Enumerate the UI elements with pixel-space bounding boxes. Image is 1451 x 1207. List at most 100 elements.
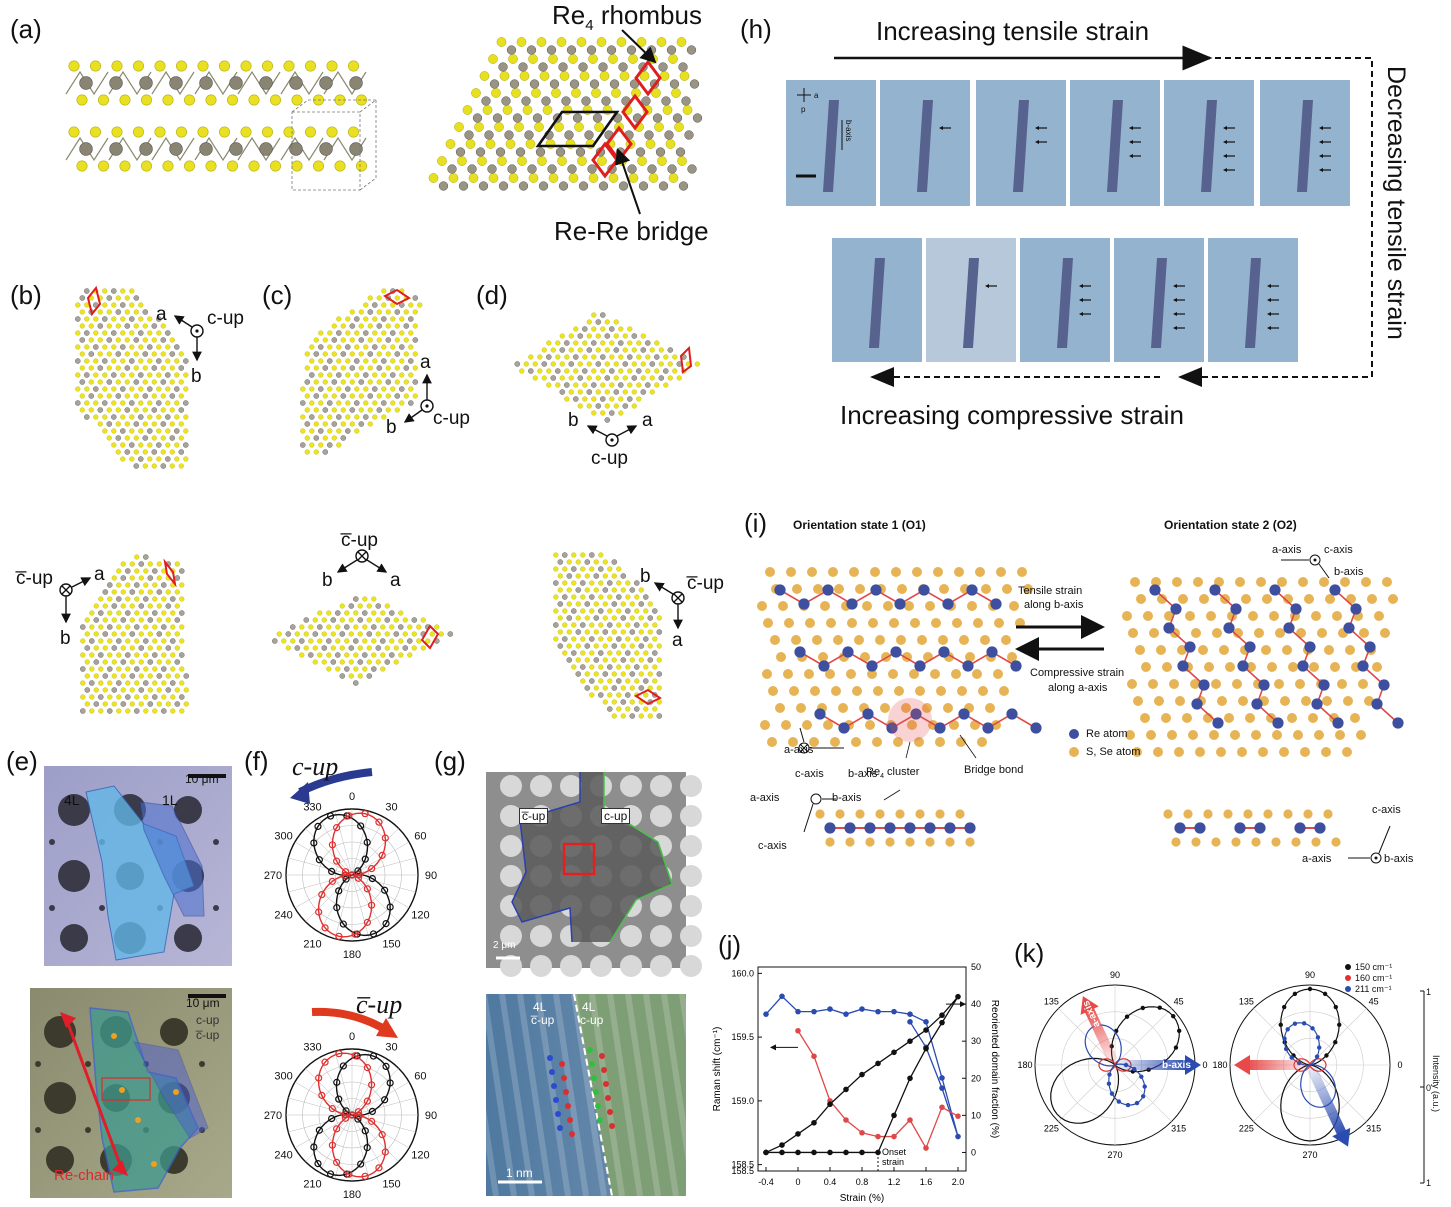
scale-label: 1 nm [506,1166,533,1180]
angle-label: 0 [1202,1060,1207,1070]
svg-text:0: 0 [349,791,355,803]
angle-label: 270 [1107,1150,1122,1160]
angle-label: 45 [1369,996,1379,1006]
y-right-tick-label: 0 [971,1147,976,1157]
data-point [843,1011,849,1017]
data-point [923,1019,929,1025]
svg-text:90: 90 [425,870,437,882]
sequence-arrows [834,45,1373,387]
strain-frame [926,238,1016,362]
strain-frame [1164,80,1254,206]
state2-lattice [1122,554,1404,757]
tick-bottom: 1 [1426,1178,1432,1188]
y-right-tick-label: 40 [971,999,981,1009]
angle-label: 135 [1044,996,1059,1006]
x-tick-label: 0.8 [856,1177,869,1187]
angle-label: 45 [1174,996,1184,1006]
c-axis-label: c-axis [795,768,824,780]
data-point [859,1149,865,1156]
data-point [891,1049,897,1056]
a-axis-label: a-axis [784,744,814,756]
c-up-title: c-up [292,752,339,781]
data-point [875,1149,881,1156]
b-axis-label: b-axis [848,768,878,780]
data-point [811,1053,817,1060]
svg-text:a: a [814,91,819,100]
panel-label-b: (b) [10,280,42,310]
y-left-tick-label: 159.0 [731,1096,754,1106]
data-point [907,1117,913,1123]
tick-top: 1 [1426,987,1432,997]
panel-label-h: (h) [740,14,772,44]
tensile-title: Increasing tensile strain [876,16,1150,46]
svg-text:b-axis: b-axis [844,120,853,141]
axis-a-label: a [156,304,167,325]
axis-glyphs [59,315,685,630]
y-left-tick-label: 160.0 [731,968,754,978]
a-axis-label: a-axis [750,792,780,804]
angle-label: 225 [1239,1124,1254,1134]
panel-label-c: (c) [262,280,293,310]
angle-label: 225 [1044,1124,1059,1134]
data-point [907,1075,913,1082]
bridge-bond-label: Bridge bond [964,764,1024,776]
tick-mid: 0 [1426,1083,1432,1093]
data-point [779,1149,785,1156]
legend-entry: 160 cm⁻¹ [1345,973,1392,984]
x-tick-label: 1.6 [920,1177,933,1187]
data-point [939,1012,945,1019]
data-point [939,1019,945,1026]
compressive-label-1: Compressive strain [1030,667,1125,679]
data-point [859,1006,865,1012]
svg-text:150: 150 [382,1178,400,1190]
data-point [859,1071,865,1078]
data-point [955,1133,961,1140]
svg-text:210: 210 [303,1178,321,1190]
stem-right-line1: 4L [582,1000,596,1014]
svg-text:270: 270 [264,870,282,882]
svg-text:p: p [801,105,806,114]
angle-label: 90 [1305,970,1315,980]
state1-lattice [757,567,1042,759]
stem-right-line2: c-up [580,1013,604,1027]
lattice-c-top [299,288,423,455]
data-point [923,1045,929,1052]
strain-frame [1020,238,1110,362]
panel-label-g: (g) [434,746,466,776]
rhombus-label: Re4 rhombus [552,0,702,35]
data-point [795,1131,801,1137]
legend-entry: 150 cm⁻¹ [1345,962,1392,973]
svg-text:60: 60 [414,831,426,843]
x-tick-label: 1.2 [888,1177,901,1187]
svg-text:30: 30 [385,1042,397,1054]
strain-frame [1114,238,1204,362]
angle-label: 180 [1212,1060,1227,1070]
data-point [859,1129,865,1136]
re4-cluster-label: Re4 cluster [866,766,920,781]
legend-c-up: c-up [196,1013,220,1027]
data-point [763,1011,769,1017]
y-left-tick-label: 158.5 [731,1160,754,1170]
data-point [939,1085,945,1091]
axis-cbarup-label: c̅-up [687,573,724,594]
panel-label-k: (k) [1014,938,1045,968]
lattice-b-top [74,285,189,469]
axis-a-label: a [390,570,401,591]
data-point [955,993,961,1000]
strain-frame [1070,80,1160,206]
panel-label-e: (e) [6,746,38,776]
data-point [827,1149,833,1156]
a-axis-label: a-axis [1272,544,1302,556]
data-point [811,1008,817,1015]
scale-label: 10 μm [185,772,219,786]
panel-label-a: (a) [10,14,42,44]
svg-text:300: 300 [274,1071,292,1083]
data-point [811,1149,817,1156]
data-point [875,1133,881,1140]
data-point [795,1149,801,1156]
svg-text:270: 270 [264,1110,282,1122]
svg-text:180: 180 [343,1189,361,1201]
optical-image-bottom [30,988,232,1198]
